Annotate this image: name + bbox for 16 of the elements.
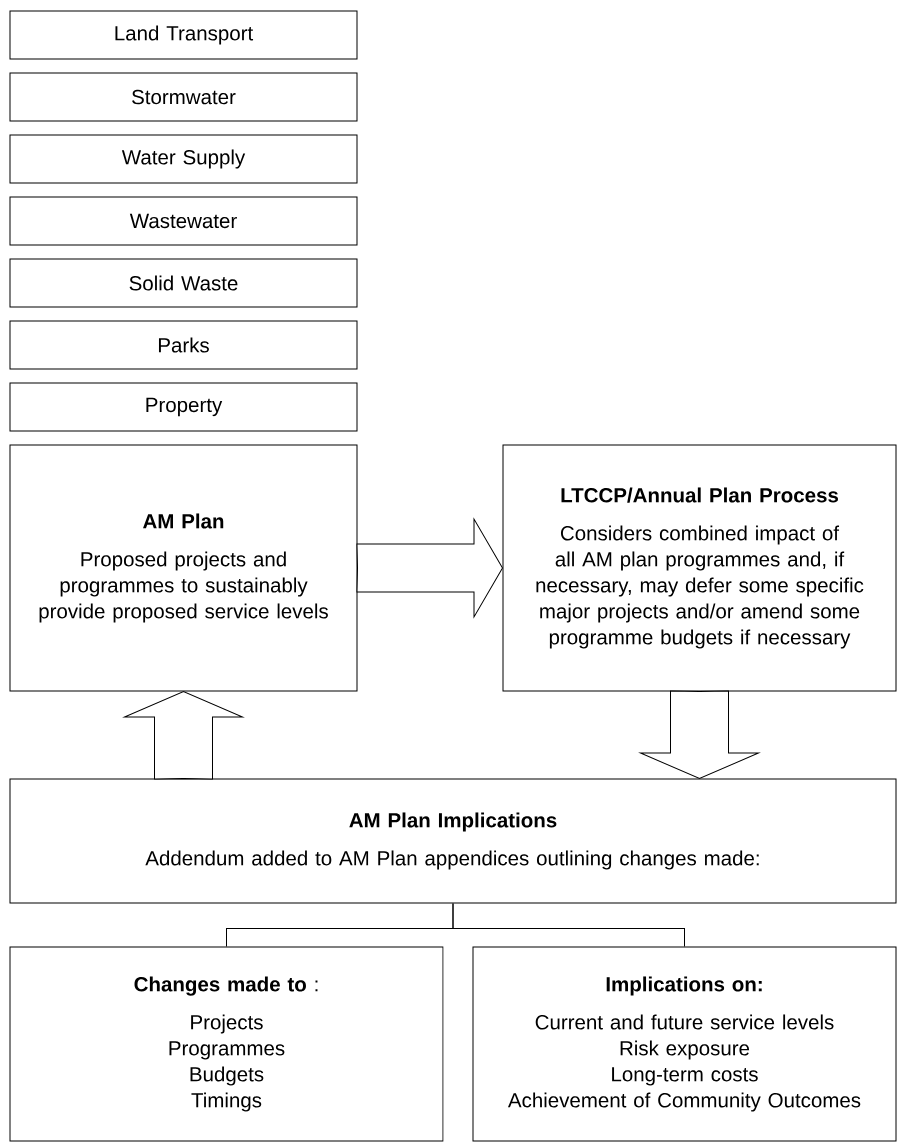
- category-box: Property: [9, 382, 358, 432]
- process-box: AM Plan Implications Addendum added to AM Plan appendices outlining changes made:: [9, 778, 897, 904]
- block-arrow: [124, 691, 243, 780]
- connector-line: [452, 903, 685, 947]
- process-box: Implications on: Current and future service levels Risk exposure Long-term costs Achievement of Community Outcomes: [472, 946, 897, 1142]
- category-box: Stormwater: [9, 72, 358, 122]
- category-box: Land Transport: [9, 10, 358, 60]
- category-box: Parks: [9, 320, 358, 370]
- process-box: Changes made to : Projects Programmes Budgets Timings: [9, 946, 444, 1142]
- category-box: Solid Waste: [9, 258, 358, 308]
- process-box: LTCCP/Annual Plan Process Considers combined impact of all AM plan programmes and, if necessary, may defer some specific major projects and/or amend some programme budgets if necessary: [502, 444, 897, 692]
- process-box: AM Plan Proposed projects and programmes to sustainably provide proposed service levels: [9, 444, 358, 692]
- category-box: Water Supply: [9, 134, 358, 184]
- block-arrow: [640, 690, 759, 779]
- category-box: Wastewater: [9, 196, 358, 246]
- block-arrow: [356, 518, 503, 618]
